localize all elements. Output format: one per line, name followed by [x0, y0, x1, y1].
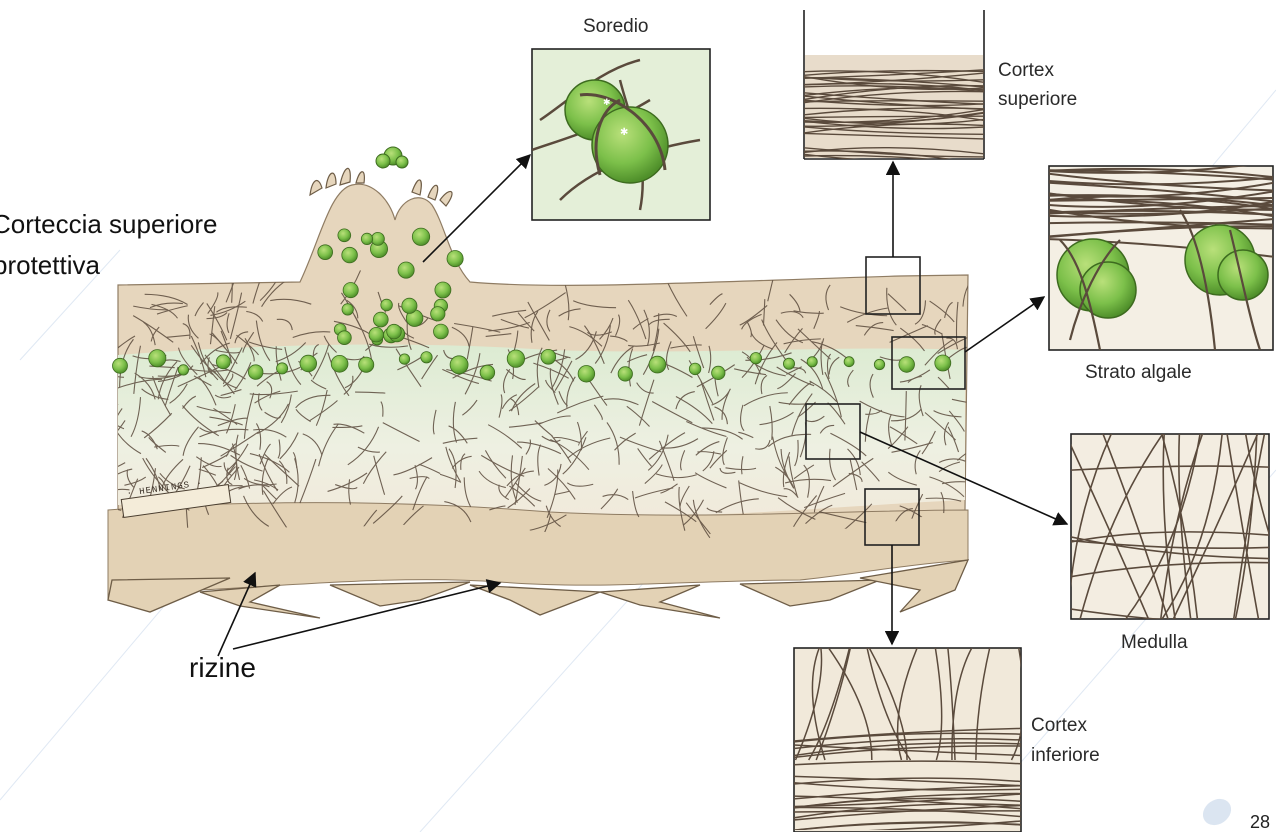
label-cortex-inferiore-line2: inferiore	[1031, 743, 1100, 769]
label-soredio: Soredio	[583, 14, 649, 40]
label-rizine: rizine	[189, 652, 256, 683]
label-protettiva: protettiva	[0, 250, 100, 281]
arrow-to-soredio	[423, 155, 530, 262]
panel-strato-algale	[1045, 161, 1275, 350]
panel-cortex-superiore	[800, 10, 990, 166]
svg-text:✱: ✱	[603, 98, 611, 108]
panel-medulla	[993, 430, 1276, 625]
label-medulla: Medulla	[1121, 630, 1188, 656]
label-cortex-inferiore-line1: Cortex	[1031, 713, 1087, 739]
label-corteccia-superiore: Corteccia superiore	[0, 209, 217, 240]
svg-text:✱: ✱	[620, 127, 628, 138]
page-number: 28	[1250, 812, 1270, 833]
panel-cortex-inferiore	[741, 645, 1025, 832]
label-cortex-superiore-line2: superiore	[998, 87, 1077, 113]
label-cortex-superiore-line1: Cortex	[998, 58, 1054, 84]
arrow-to-strato-algale	[965, 297, 1044, 352]
panel-soredio: ✱ ✱	[532, 49, 710, 220]
label-strato-algale: Strato algale	[1085, 360, 1192, 386]
